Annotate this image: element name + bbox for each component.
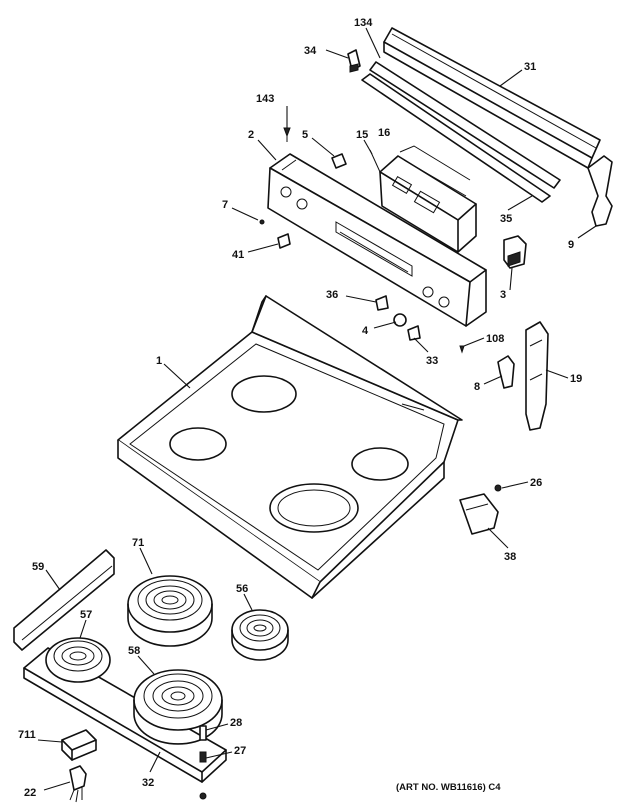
part-27-screw [199, 751, 207, 800]
callout-108: 108 [486, 333, 504, 345]
callout-35: 35 [500, 213, 512, 225]
part-3-switch [503, 235, 527, 269]
callout-3: 3 [500, 289, 506, 301]
callout-57: 57 [80, 609, 92, 621]
callout-22: 22 [24, 787, 36, 799]
callout-32: 32 [142, 777, 154, 789]
callout-56: 56 [236, 583, 248, 595]
callout-58: 58 [128, 645, 140, 657]
part-57-burner [45, 637, 111, 683]
part-8-bracket [497, 355, 515, 389]
part-22-terminal-block [69, 765, 87, 803]
callout-9: 9 [568, 239, 574, 251]
callout-711: 711 [18, 729, 36, 741]
callout-38: 38 [504, 551, 516, 563]
art-number-label: (ART NO. WB11616) C4 [396, 782, 501, 793]
part-28-screw [199, 725, 207, 741]
callout-71: 71 [132, 537, 144, 549]
callout-19: 19 [570, 373, 582, 385]
part-4-clip [393, 313, 407, 327]
part-38-bracket [459, 493, 499, 535]
part-59-rail [13, 549, 115, 651]
part-19-side-bracket [525, 321, 549, 431]
callout-134: 134 [354, 17, 373, 29]
callout-27: 27 [234, 745, 246, 757]
callout-4: 4 [362, 325, 369, 337]
part-2-control-panel [267, 153, 487, 327]
part-31-top-trim [383, 27, 601, 169]
callout-1: 1 [156, 355, 162, 367]
callout-31: 31 [524, 61, 536, 73]
part-15-16-control-board [369, 145, 477, 253]
part-36-clip [375, 295, 389, 311]
part-26-screw [494, 484, 502, 492]
part-711-bracket [61, 729, 97, 761]
part-34-clip [347, 49, 361, 73]
callout-143: 143 [256, 93, 274, 105]
part-5-clip [331, 153, 347, 169]
callout-2: 2 [248, 129, 254, 141]
part-7-pin [259, 219, 265, 225]
part-35-bar [361, 73, 551, 203]
callout-8: 8 [474, 381, 480, 393]
part-9-end-bracket [587, 155, 613, 227]
part-33-block [407, 325, 421, 341]
callout-28: 28 [230, 717, 242, 729]
callout-59: 59 [32, 561, 44, 573]
callout-7: 7 [222, 199, 228, 211]
callout-33: 33 [426, 355, 438, 367]
part-134-strip [369, 61, 561, 189]
part-56-burner [231, 609, 289, 661]
callout-34: 34 [304, 45, 317, 57]
part-71-burner [127, 575, 213, 647]
callout-16: 16 [378, 127, 390, 139]
callout-41: 41 [232, 249, 244, 261]
callout-15: 15 [356, 129, 368, 141]
callout-5: 5 [302, 129, 308, 141]
leader-lines [37, 27, 597, 791]
callout-26: 26 [530, 477, 542, 489]
part-58-burner [133, 669, 223, 745]
part-108-screw [459, 345, 465, 354]
part-1-cooktop [117, 295, 463, 599]
part-41-clip [277, 233, 291, 249]
callout-36: 36 [326, 289, 338, 301]
part-143-screw [283, 127, 291, 142]
callout-numbers: 134 34 31 143 2 5 15 16 7 35 9 41 3 36 4… [18, 17, 582, 799]
